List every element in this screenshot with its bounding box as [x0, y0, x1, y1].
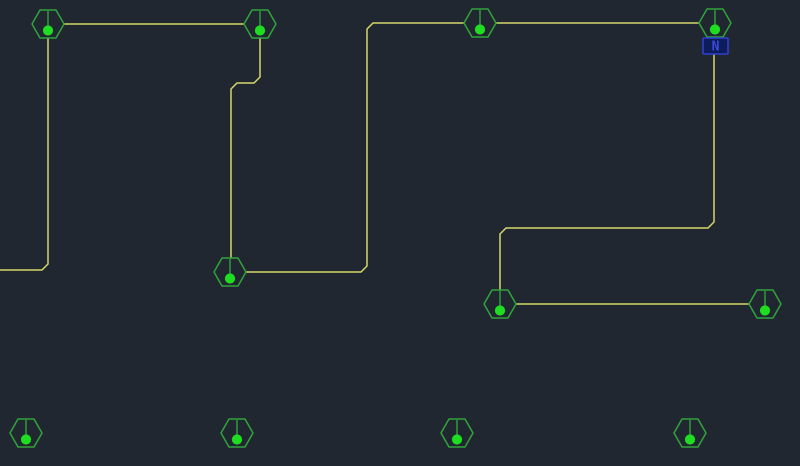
fixture-dot — [494, 305, 506, 316]
fixture-6[interactable] — [483, 289, 517, 319]
fixture-dot — [20, 434, 32, 445]
fixture-7[interactable] — [748, 289, 782, 319]
fixture-hexagon — [220, 418, 254, 448]
fixture-dot — [709, 24, 721, 35]
fixture-1[interactable] — [31, 9, 65, 39]
fixture-hexagon — [31, 9, 65, 39]
fixture-5[interactable] — [213, 257, 247, 287]
fixture-11[interactable] — [673, 418, 707, 448]
wire-3[interactable] — [230, 37, 261, 259]
fixture-hexagon — [748, 289, 782, 319]
fixture-hexagon — [698, 8, 732, 38]
fixture-10[interactable] — [440, 418, 474, 448]
wire-4[interactable] — [245, 22, 465, 273]
fixture-3[interactable] — [463, 8, 497, 38]
selection-highlight-box — [702, 37, 729, 55]
fixture-hexagon — [9, 418, 43, 448]
selected-text-label[interactable]: N — [702, 37, 729, 55]
fixture-hexagon — [463, 8, 497, 38]
fixture-hexagon — [243, 9, 277, 39]
fixture-8[interactable] — [9, 418, 43, 448]
fixture-dot — [42, 25, 54, 36]
fixture-dot — [254, 25, 266, 36]
fixture-hexagon — [440, 418, 474, 448]
fixture-dot — [474, 24, 486, 35]
fixture-dot — [451, 434, 463, 445]
selected-label-text: N — [712, 40, 720, 55]
fixture-dot — [231, 434, 243, 445]
fixture-dot — [684, 434, 696, 445]
fixture-9[interactable] — [220, 418, 254, 448]
fixture-dot — [759, 305, 771, 316]
fixture-2[interactable] — [243, 9, 277, 39]
fixture-dot — [224, 273, 236, 284]
wire-6[interactable] — [499, 54, 715, 291]
wire-2[interactable] — [0, 37, 49, 271]
fixture-4[interactable] — [698, 8, 732, 38]
fixture-hexagon — [673, 418, 707, 448]
fixture-hexagon — [213, 257, 247, 287]
fixture-hexagon — [483, 289, 517, 319]
